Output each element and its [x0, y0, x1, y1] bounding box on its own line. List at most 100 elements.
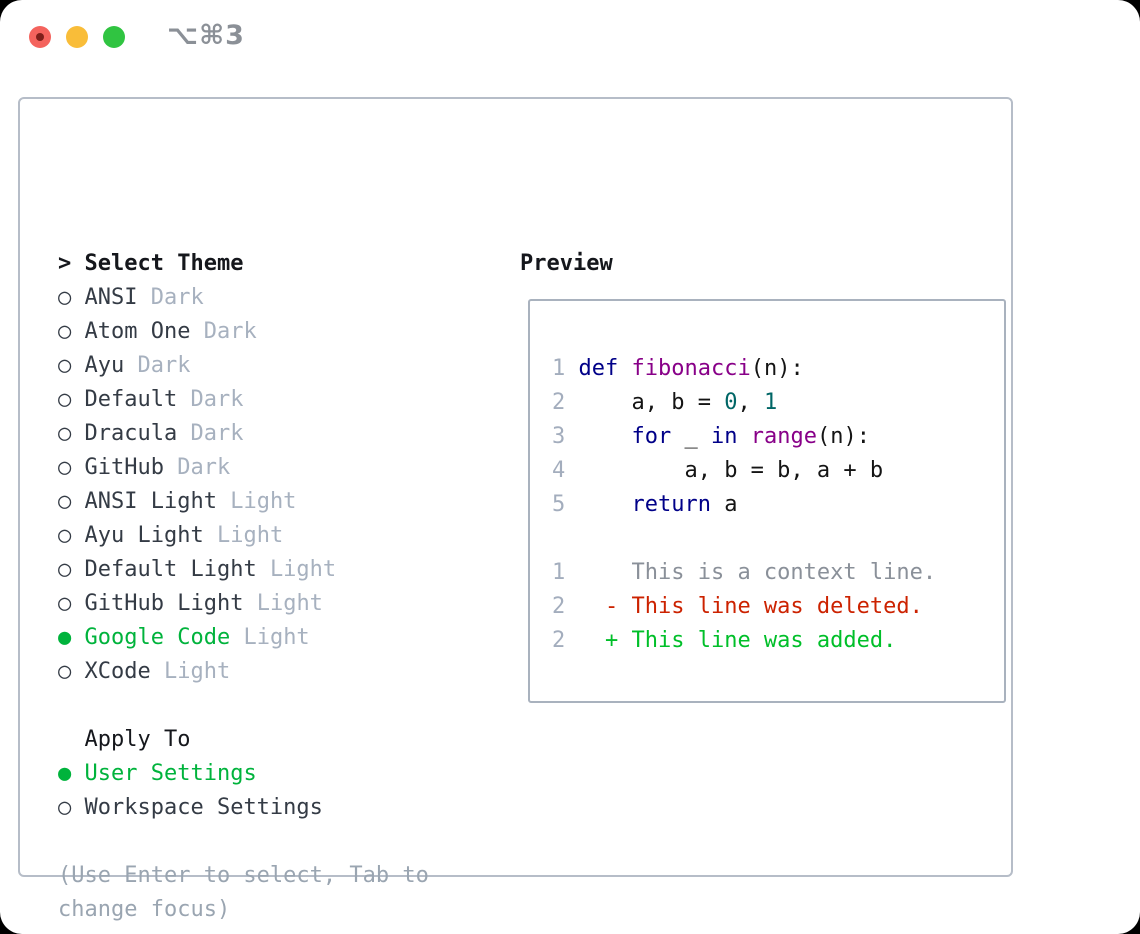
code-token-pl: a — [710, 492, 738, 517]
theme-option-default[interactable]: ○ Default Dark — [58, 383, 508, 417]
preview-line: 2 - This line was deleted. — [552, 590, 1004, 624]
preview-line: 2 + This line was added. — [552, 624, 1004, 658]
line-number — [552, 526, 579, 551]
theme-variant-tag: Light — [163, 659, 231, 684]
theme-name: Atom One — [84, 319, 191, 344]
code-token-pl: a, b = b, a + b — [578, 458, 884, 483]
radio-icon: ○ — [58, 523, 72, 548]
theme-option-ansi-light[interactable]: ○ ANSI Light Light — [58, 485, 508, 519]
code-token-del: - This line was deleted. — [578, 594, 923, 619]
code-token-pl — [737, 424, 750, 449]
radio-icon: ○ — [58, 455, 72, 480]
spacer — [58, 689, 508, 723]
radio-icon: ○ — [58, 421, 72, 446]
line-number: 4 — [552, 458, 579, 483]
radio-icon: ○ — [58, 557, 72, 582]
radio-icon: ○ — [58, 795, 72, 820]
code-token-fn: fibonacci — [631, 356, 751, 381]
line-number: 2 — [552, 594, 579, 619]
keyboard-hint-line-1: (Use Enter to select, Tab to — [58, 863, 429, 888]
theme-option-atom-one[interactable]: ○ Atom One Dark — [58, 315, 508, 349]
theme-option-ayu[interactable]: ○ Ayu Dark — [58, 349, 508, 383]
code-token-pl — [579, 492, 632, 517]
code-token-pl — [618, 356, 631, 381]
theme-list: ○ ANSI Dark○ Atom One Dark○ Ayu Dark○ De… — [58, 281, 508, 689]
apply-to-header: Apply To — [84, 727, 191, 752]
theme-option-google-code[interactable]: ● Google Code Light — [58, 621, 508, 655]
code-token-kw: for — [631, 424, 672, 449]
theme-name: XCode — [84, 659, 151, 684]
theme-option-xcode[interactable]: ○ XCode Light — [58, 655, 508, 689]
radio-icon: ○ — [58, 659, 72, 684]
theme-name: Dracula — [84, 421, 178, 446]
theme-variant-tag: Dark — [137, 353, 191, 378]
theme-option-github-light[interactable]: ○ GitHub Light Light — [58, 587, 508, 621]
code-token-lit: 0 — [724, 390, 738, 415]
apply-option-label: User Settings — [84, 761, 257, 786]
preview-line: 3 for _ in range(n): — [552, 420, 1004, 454]
radio-icon: ● — [58, 625, 72, 650]
theme-variant-tag: Dark — [150, 285, 204, 310]
preview-title: Preview — [520, 251, 613, 276]
code-token-pl: (n): — [816, 424, 870, 449]
spacer — [58, 825, 508, 859]
theme-name: GitHub — [84, 455, 164, 480]
theme-variant-tag: Light — [243, 625, 310, 650]
apply-option-label: Workspace Settings — [84, 795, 323, 820]
code-token-kw: return — [631, 492, 711, 517]
select-theme-header: > Select Theme — [58, 247, 508, 281]
radio-icon: ○ — [58, 285, 72, 310]
theme-variant-tag: Dark — [190, 421, 244, 446]
line-number: 2 — [552, 628, 579, 653]
theme-variant-tag: Light — [216, 523, 284, 548]
close-button[interactable] — [29, 26, 51, 48]
select-theme-title: Select Theme — [84, 251, 244, 276]
theme-column: > Select Theme ○ ANSI Dark○ Atom One Dar… — [58, 247, 508, 927]
code-token-pl: (n): — [750, 356, 804, 381]
theme-variant-tag: Dark — [177, 455, 231, 480]
apply-to-list: ● User Settings○ Workspace Settings — [58, 757, 508, 825]
minimize-button[interactable] — [66, 26, 88, 48]
preview-line: 1 This is a context line. — [552, 556, 1004, 590]
code-token-pl — [579, 424, 632, 449]
titlebar — [29, 26, 125, 48]
line-number: 3 — [552, 424, 579, 449]
theme-name: Ayu — [84, 353, 125, 378]
theme-variant-tag: Dark — [190, 387, 244, 412]
line-number: 1 — [552, 560, 579, 585]
code-token-kw: def — [578, 356, 619, 381]
radio-icon: ○ — [58, 387, 72, 412]
focus-caret-icon: > — [58, 251, 72, 276]
zoom-button[interactable] — [103, 26, 125, 48]
line-number: 2 — [552, 390, 579, 415]
theme-selector-panel: > Select Theme ○ ANSI Dark○ Atom One Dar… — [18, 97, 1013, 922]
radio-icon: ○ — [58, 319, 72, 344]
preview-line: 5 return a — [552, 488, 1004, 522]
theme-option-default-light[interactable]: ○ Default Light Light — [58, 553, 508, 587]
theme-option-ayu-light[interactable]: ○ Ayu Light Light — [58, 519, 508, 553]
preview-line: 2 a, b = 0, 1 — [552, 386, 1004, 420]
apply-option-workspace-settings[interactable]: ○ Workspace Settings — [58, 791, 508, 825]
theme-option-github[interactable]: ○ GitHub Dark — [58, 451, 508, 485]
window-title: ⌥⌘3 — [167, 20, 245, 51]
radio-icon: ○ — [58, 353, 72, 378]
theme-variant-tag: Dark — [203, 319, 257, 344]
theme-name: Ayu Light — [84, 523, 204, 548]
preview-line: 1 def fibonacci(n): — [552, 352, 1004, 386]
theme-option-dracula[interactable]: ○ Dracula Dark — [58, 417, 508, 451]
theme-name: Default Light — [84, 557, 257, 582]
apply-option-user-settings[interactable]: ● User Settings — [58, 757, 508, 791]
radio-icon: ○ — [58, 591, 72, 616]
code-token-pl: a, b = — [578, 390, 725, 415]
code-token-lit: 1 — [763, 390, 778, 415]
preview-line: 4 a, b = b, a + b — [552, 454, 1004, 488]
code-token-pl: _ — [671, 424, 711, 449]
radio-icon: ● — [58, 761, 72, 786]
code-token-add: + This line was added. — [578, 628, 897, 653]
preview-line — [552, 522, 1004, 556]
radio-icon: ○ — [58, 489, 72, 514]
theme-option-ansi[interactable]: ○ ANSI Dark — [58, 281, 508, 315]
theme-name: ANSI — [84, 285, 138, 310]
